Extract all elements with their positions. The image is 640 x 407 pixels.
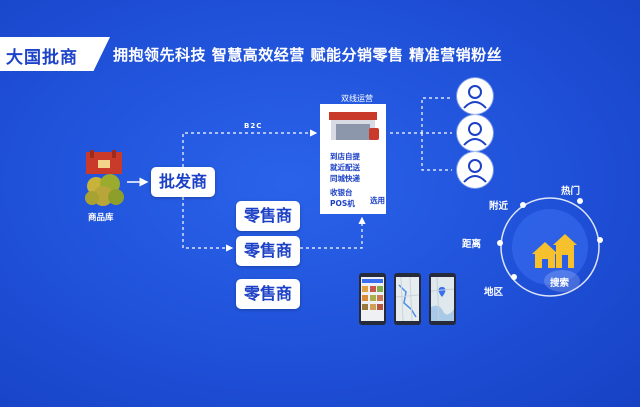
retailer-box-3: 零售商 (236, 279, 300, 309)
optional-label: 选用 (370, 196, 385, 205)
service-item: POS机 (330, 199, 355, 208)
keyword-label: 附近 (489, 201, 509, 212)
line-wholesale-retail (182, 197, 234, 252)
service-item: 就近配送 (330, 163, 360, 172)
line-channel-users (390, 97, 452, 171)
b2c-label: B2C (244, 122, 263, 130)
house-icon (532, 234, 577, 268)
keyword-label: 地区 (484, 287, 504, 298)
app-screenshot (394, 273, 421, 325)
storefront-icon (329, 112, 379, 140)
service-item: 到店自提 (330, 152, 360, 161)
retailer-box-2: 零售商 (236, 236, 300, 266)
channel-title: 双线运营 (341, 94, 373, 103)
user-avatar-icon (457, 78, 493, 114)
retailer-box-1: 零售商 (236, 201, 300, 231)
app-screenshot (359, 273, 386, 325)
wholesale-box: 批发商 (151, 167, 215, 197)
product-library-label: 商品库 (88, 213, 114, 223)
title-badge (0, 37, 110, 71)
product-library-icon (85, 150, 124, 206)
keyword-label: 距离 (462, 239, 482, 250)
search-bubble (544, 270, 580, 292)
app-screenshot (429, 273, 456, 325)
keyword-label: 搜索 (550, 278, 570, 289)
user-avatar-icon (457, 152, 493, 188)
page-title: 大国批商 (6, 48, 78, 68)
keyword-label: 热门 (561, 186, 581, 197)
user-avatar-icon (457, 115, 493, 151)
service-item: 收银台 (330, 188, 353, 197)
line-wholesale-b2c (182, 129, 318, 167)
service-item: 同城快递 (330, 174, 360, 183)
line-retail-channel (300, 216, 366, 249)
keyword-ring (500, 197, 600, 297)
slogan: 拥抱领先科技 智慧高效经营 赋能分销零售 精准营销粉丝 (113, 46, 503, 64)
